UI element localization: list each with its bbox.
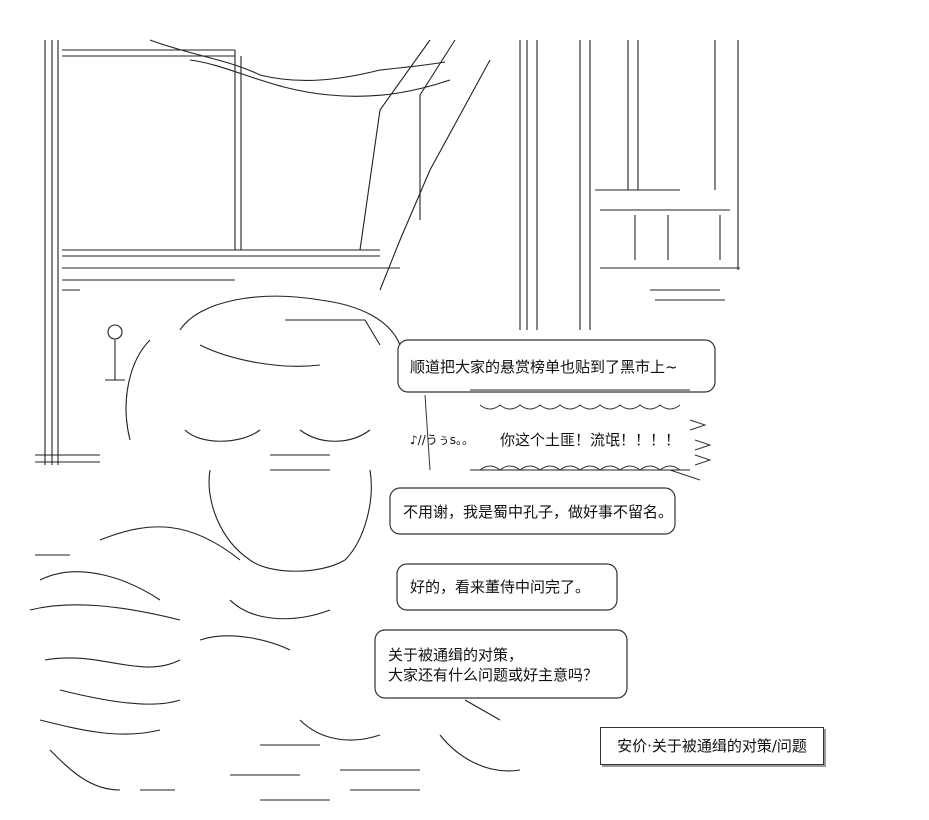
window-frame	[35, 40, 400, 465]
caption-box: 安价·关于被通缉的对策/问题	[600, 727, 824, 765]
character-figure	[29, 295, 521, 801]
dialogue-line-3: 不用谢，我是蜀中孔子，做好事不留名。	[403, 503, 674, 521]
dialogue-line-5a: 关于被通缉的对策，	[388, 646, 524, 664]
sound-effect: ♪//うぅs。。	[410, 433, 474, 447]
window-blinds	[519, 40, 740, 330]
dialogue-line-1: 顺道把大家的悬赏榜单也贴到了黑市上~	[410, 358, 678, 376]
dialogue-line-5b: 大家还有什么问题或好主意吗？	[388, 666, 599, 684]
dialogue-line-2: 你这个土匪！流氓！！！！	[500, 431, 681, 449]
speech-bubble-3	[396, 563, 618, 611]
speech-bubble-2	[389, 487, 676, 535]
speech-bubble-1	[397, 339, 716, 393]
dialogue-line-4: 好的，看来董侍中问完了。	[410, 578, 591, 596]
speech-bubble-4	[374, 629, 628, 699]
